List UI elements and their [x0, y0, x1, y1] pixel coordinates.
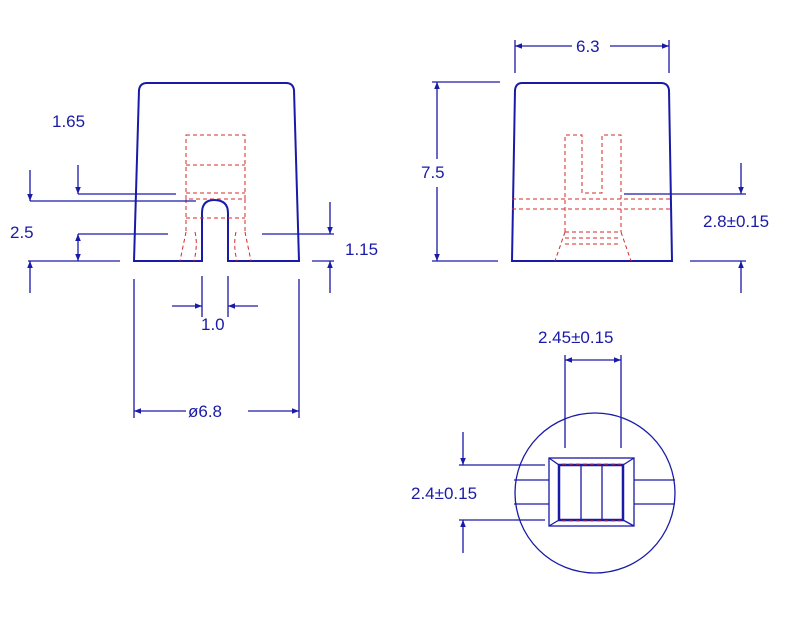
- dim-6-3-label: 6.3: [576, 37, 600, 56]
- front-view-extension-lines: [28, 193, 334, 418]
- front-view-dimension-arrows: [27, 165, 333, 414]
- dim-1-0-label: 1.0: [201, 315, 225, 334]
- bottom-view-hidden-lines: [562, 463, 621, 522]
- dim-2-8-label: 2.8±0.15: [703, 212, 769, 231]
- bottom-view-slot-outer: [548, 457, 635, 527]
- bottom-view-dimension-arrows: [460, 357, 621, 553]
- side-view: 6.3 7.5 2.8±0.15: [421, 37, 769, 293]
- dim-diameter-label: ø6.8: [188, 402, 222, 421]
- front-view-outline: [132, 82, 301, 262]
- dim-1-65-label: 1.65: [52, 112, 85, 131]
- front-view: 1.65 2.5 1.15 1.0 ø6.8: [10, 82, 378, 421]
- side-view-hidden-lines: [512, 134, 672, 262]
- bottom-view-slot-details: [548, 457, 635, 527]
- bottom-view-slot-inner: [557, 463, 625, 522]
- dim-2-5-label: 2.5: [10, 223, 34, 242]
- dim-1-15-label: 1.15: [345, 240, 378, 259]
- dim-2-4-label: 2.4±0.15: [411, 484, 477, 503]
- side-view-outline: [510, 82, 674, 262]
- dim-7-5-label: 7.5: [421, 163, 445, 182]
- bottom-view-extension-lines: [459, 355, 622, 521]
- side-view-extension-lines: [432, 40, 746, 262]
- bottom-view: 2.45±0.15 2.4±0.15: [411, 328, 676, 574]
- front-view-hidden-lines: [179, 134, 252, 262]
- bottom-view-tabs: [514, 479, 675, 505]
- dim-2-45-label: 2.45±0.15: [538, 328, 614, 347]
- bottom-view-circle: [514, 412, 676, 574]
- side-view-dimension-arrows: [434, 43, 744, 293]
